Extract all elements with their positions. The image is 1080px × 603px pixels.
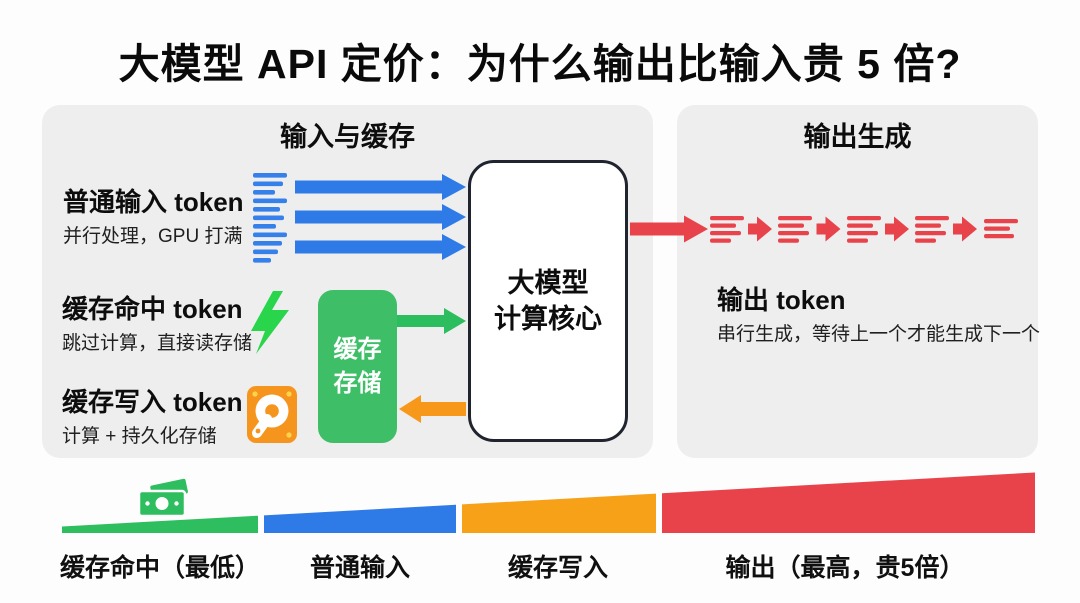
row-cache-write-token: 缓存写入 token 计算 + 持久化存储 xyxy=(62,388,243,448)
right-panel-header: 输出生成 xyxy=(803,122,912,152)
price-label-output: 输出（最高，贵5倍） xyxy=(725,554,965,582)
output-token-label: 输出 token xyxy=(717,285,846,315)
row-desc: 计算 + 持久化存储 xyxy=(62,425,217,447)
core-box-line1: 大模型 xyxy=(507,267,589,298)
row-normal-input-token: 普通输入 token 并行处理，GPU 打满 xyxy=(63,188,244,248)
price-segment-normal-input xyxy=(264,504,456,533)
row-desc: 并行处理，GPU 打满 xyxy=(63,225,243,247)
core-box-line2: 计算核心 xyxy=(494,304,602,334)
money-icon xyxy=(137,478,188,518)
price-label-normal-input: 普通输入 xyxy=(309,554,411,582)
row-label: 缓存命中 token xyxy=(62,294,243,324)
output-token-block: 输出 token 串行生成，等待上一个才能生成下一个 xyxy=(717,286,1040,346)
cache-box-line2: 存储 xyxy=(333,369,382,397)
price-segment-output xyxy=(662,472,1035,533)
cache-storage-box: 缓存 存储 xyxy=(318,290,397,443)
page-title: 大模型 API 定价：为什么输出比输入贵 5 倍? xyxy=(118,41,962,87)
price-label-cache-write: 缓存写入 xyxy=(507,554,609,582)
output-token-desc: 串行生成，等待上一个才能生成下一个 xyxy=(717,323,1041,345)
row-label: 普通输入 token xyxy=(63,187,244,217)
price-segment-cache-hit xyxy=(62,515,258,533)
price-ramp-chart xyxy=(62,472,1035,533)
price-label-cache-hit: 缓存命中（最低） xyxy=(59,554,261,582)
row-label: 缓存写入 token xyxy=(62,387,243,417)
left-panel-header: 输入与缓存 xyxy=(280,122,415,152)
panel-output-generation: 输出生成 xyxy=(677,105,1038,458)
row-desc: 跳过计算，直接读存储 xyxy=(62,332,253,354)
cache-box-line1: 缓存 xyxy=(333,335,382,363)
price-segment-cache-write xyxy=(462,493,656,533)
model-core-box: 大模型 计算核心 xyxy=(468,160,628,442)
row-cache-hit-token: 缓存命中 token 跳过计算，直接读存储 xyxy=(62,295,252,355)
